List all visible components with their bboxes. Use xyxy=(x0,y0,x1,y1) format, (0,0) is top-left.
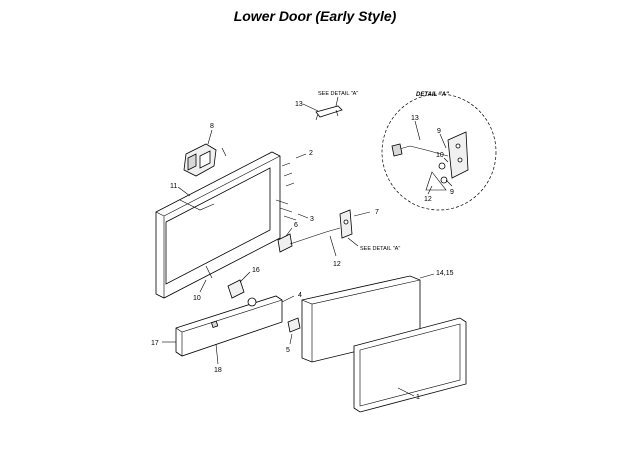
detail-leader-13 xyxy=(414,120,421,141)
part-11-door-frame xyxy=(155,151,281,299)
callout-11: 11 xyxy=(170,183,177,190)
part-12-rod xyxy=(289,227,341,245)
leader-2 xyxy=(295,153,307,159)
leader-16 xyxy=(239,271,251,283)
callout-1: 1 xyxy=(416,394,420,401)
callout-6: 6 xyxy=(294,222,298,229)
leader-8b xyxy=(221,147,227,157)
detail-callout-13: 13 xyxy=(411,115,419,122)
callout-17: 17 xyxy=(151,340,159,347)
leader-14-15 xyxy=(419,273,435,279)
detail-a: DETAIL "A" xyxy=(381,92,497,211)
leader-4 xyxy=(281,295,295,303)
callout-12: 12 xyxy=(333,261,341,268)
detail-a-title: DETAIL "A" xyxy=(416,92,449,98)
leader-see-detail-mid xyxy=(347,237,359,247)
see-detail-mid: SEE DETAIL "A" xyxy=(360,246,400,252)
callout-2: 2 xyxy=(309,150,313,157)
leader-7 xyxy=(353,211,371,217)
leader-1 xyxy=(397,387,415,397)
callout-8: 8 xyxy=(210,123,214,130)
leader-13 xyxy=(302,103,319,112)
part-7-latch xyxy=(339,209,353,239)
see-detail-top: SEE DETAIL "A" xyxy=(318,91,358,97)
callout-10: 10 xyxy=(193,295,201,302)
callout-14-15: 14,15 xyxy=(436,270,454,277)
part-16-bracket xyxy=(227,279,245,299)
part-17-kick-panel xyxy=(175,295,283,357)
leader-3 xyxy=(297,213,309,219)
leader-5 xyxy=(289,333,293,345)
callout-16: 16 xyxy=(252,267,260,274)
callout-4: 4 xyxy=(298,292,302,299)
detail-leader-12 xyxy=(427,185,433,195)
leader-10 xyxy=(199,279,207,293)
leader-18 xyxy=(215,343,219,365)
part-8-handle xyxy=(183,143,217,177)
detail-callout-10: 10 xyxy=(436,152,444,159)
part-10-pin xyxy=(205,265,213,279)
leader-12 xyxy=(329,235,337,257)
leader-8 xyxy=(207,129,213,145)
diagram-title: Lower Door (Early Style) xyxy=(233,8,397,24)
callout-18: 18 xyxy=(214,367,222,374)
detail-callout-9a: 9 xyxy=(437,128,441,135)
detail-leader-9b xyxy=(445,179,453,187)
part-13-bracket xyxy=(315,105,343,121)
leader-6 xyxy=(285,227,293,237)
leader-see-detail-top xyxy=(335,96,339,107)
detail-leader-9a xyxy=(439,133,447,149)
part-5-clip xyxy=(287,317,301,333)
detail-leader-10 xyxy=(443,157,449,163)
part-3-screws xyxy=(275,199,297,221)
callout-13: 13 xyxy=(295,101,303,108)
detail-callout-12: 12 xyxy=(424,196,432,203)
part-2-screws xyxy=(281,162,295,187)
detail-callout-9b: 9 xyxy=(450,189,454,196)
part-1-gasket xyxy=(353,317,467,413)
callout-5: 5 xyxy=(286,347,290,354)
callout-7: 7 xyxy=(375,209,379,216)
leader-11 xyxy=(177,186,191,197)
callout-3: 3 xyxy=(310,216,314,223)
